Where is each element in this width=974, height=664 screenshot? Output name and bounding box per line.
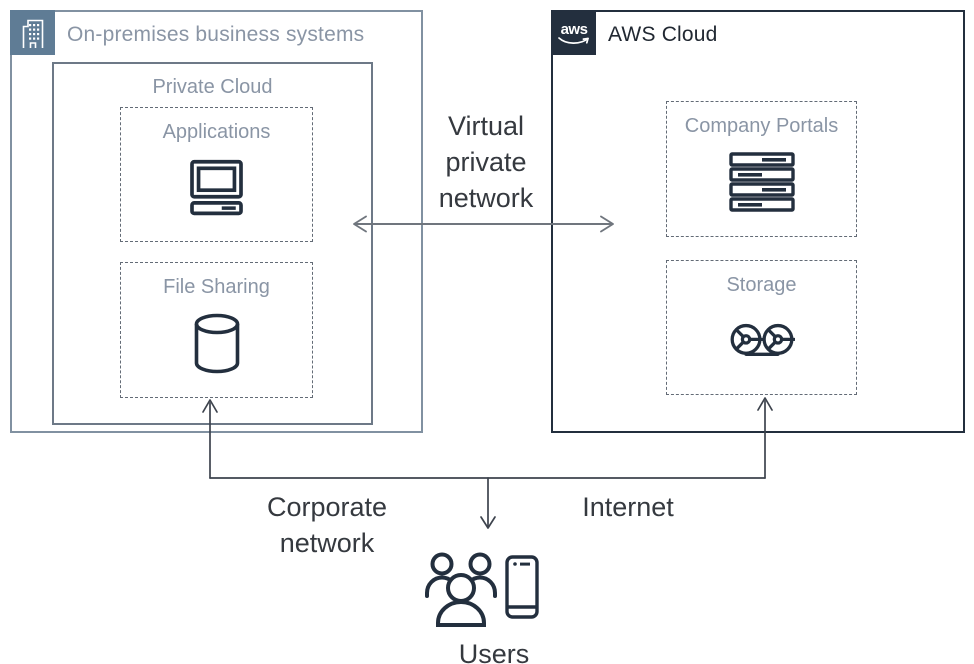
onprem-title: On-premises business systems bbox=[67, 23, 365, 46]
people-group-icon bbox=[423, 551, 500, 627]
private-cloud-label: Private Cloud bbox=[152, 76, 273, 98]
computer-icon bbox=[185, 144, 248, 241]
aws-logo-text: aws bbox=[560, 21, 587, 38]
storage-label: Storage bbox=[726, 274, 797, 296]
applications-label: Applications bbox=[162, 121, 271, 143]
company-portals-label: Company Portals bbox=[684, 115, 839, 137]
building-icon bbox=[10, 10, 55, 55]
file-sharing-label: File Sharing bbox=[163, 276, 270, 298]
users-label: Users bbox=[458, 639, 530, 664]
aws-cloud-box bbox=[551, 10, 965, 433]
private-cloud-box: Private Cloud bbox=[52, 62, 373, 425]
smartphone-icon bbox=[505, 555, 539, 619]
server-stack-icon bbox=[728, 138, 795, 236]
internet-label: Internet bbox=[582, 492, 674, 522]
applications-box: Applications bbox=[120, 107, 313, 242]
company-portals-box: Company Portals bbox=[666, 101, 857, 237]
corporate-network-label: Corporate network bbox=[266, 492, 388, 558]
down-arrowhead bbox=[480, 516, 496, 529]
vpn-label: Virtual private network bbox=[438, 111, 534, 213]
aws-cloud-title: AWS Cloud bbox=[608, 23, 718, 46]
aws-logo-icon: aws bbox=[551, 10, 596, 55]
storage-box: Storage bbox=[666, 260, 857, 395]
onprem-group-box bbox=[10, 10, 423, 433]
database-cylinder-icon bbox=[193, 299, 241, 397]
disk-reels-icon bbox=[729, 297, 795, 394]
file-sharing-box: File Sharing bbox=[120, 262, 313, 398]
